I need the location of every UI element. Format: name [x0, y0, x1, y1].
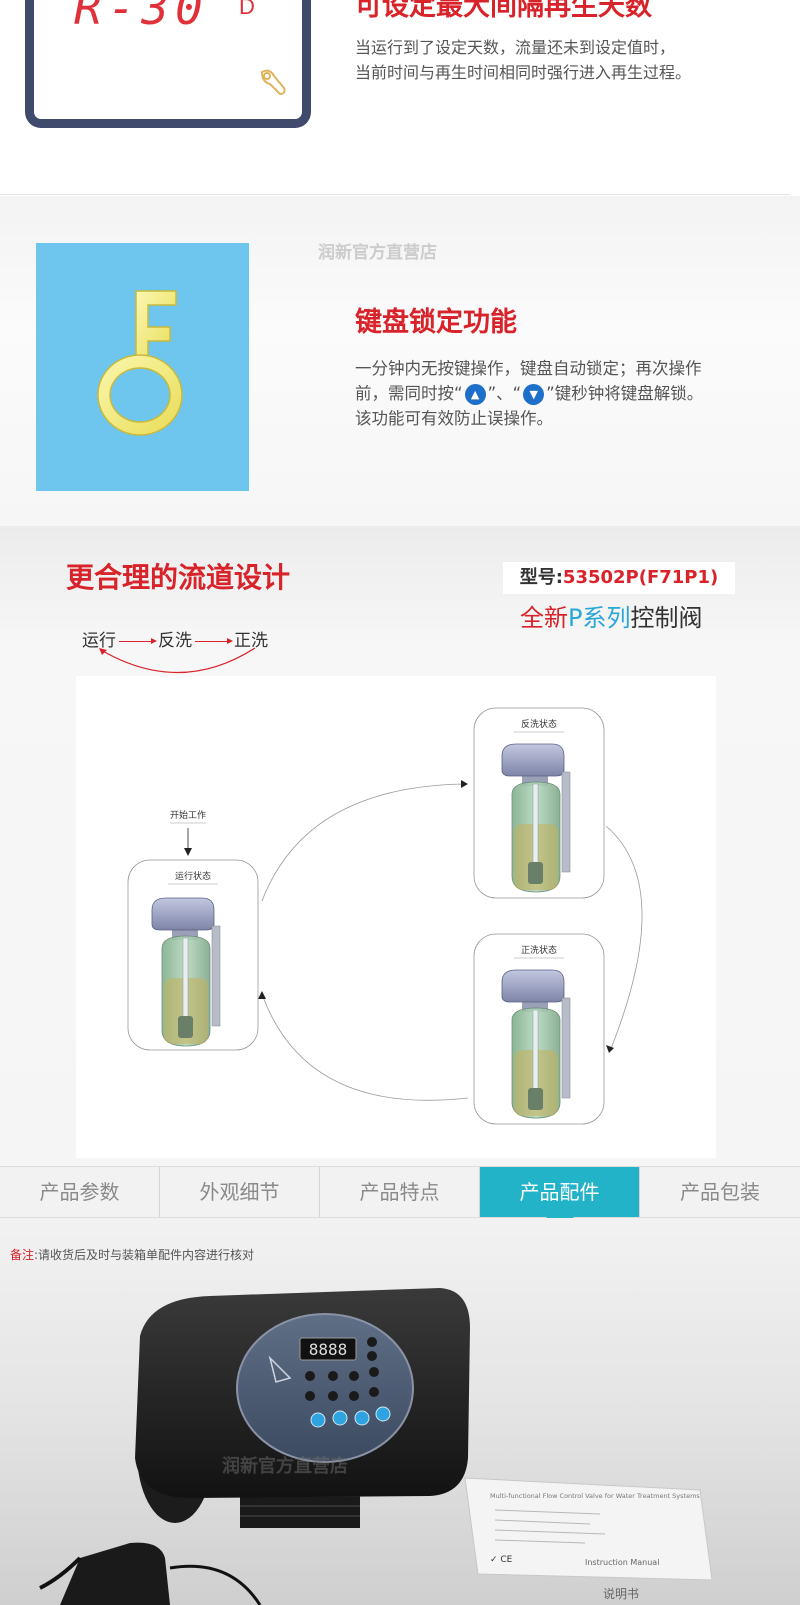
flow-step-rinse: 正洗 [234, 631, 268, 651]
return-arc-icon [99, 647, 256, 674]
keyboard-lock-title: 键盘锁定功能 [355, 307, 517, 338]
lcd-unit: D [239, 0, 255, 19]
down-arrow-icon: ▼ [523, 384, 545, 405]
manual-caption: 说明书 [603, 1587, 640, 1601]
interval-regen-desc: 当运行到了设定天数，流量还未到设定值时， 当前时间与再生时间相同时强行进入再生过… [355, 35, 691, 85]
watermark-text: 润新官方直营店 [222, 1456, 348, 1477]
flow-design-title: 更合理的流道设计 [66, 561, 291, 594]
desc-line: 一分钟内无按键操作，键盘自动锁定；再次操作 [355, 359, 702, 378]
start-label: 开始工作 [170, 809, 206, 821]
keyboard-lock-desc: 一分钟内无按键操作，键盘自动锁定；再次操作 前，需同时按“▲”、“▼”键秒钟将键… [355, 356, 703, 431]
flow-diagram: 开始工作 运行状态 反洗状态 正洗状态 [76, 676, 716, 1158]
arrow-right-icon [195, 637, 233, 644]
note-text: 备注:请收货后及时与装箱单配件内容进行核对 [10, 1246, 254, 1263]
watermark-text: 润新官方直营店 [318, 243, 437, 263]
tab-product-accessories[interactable]: 产品配件 [480, 1167, 640, 1231]
section-divider [0, 194, 790, 195]
note-label: 备注 [10, 1248, 35, 1262]
flow-step-run: 运行 [82, 631, 116, 651]
model-badge: 型号:53502P(F71P1) [503, 562, 735, 594]
key-icon-panel [36, 243, 249, 491]
lcd-display-panel: R-30 D [25, 0, 311, 128]
accessories-photo: 8888 Multi-functional Flow Control Valve… [39, 1288, 713, 1605]
interval-regen-section: R-30 D 可设定最大间隔再生天数 当运行到了设定天数，流量还未到设定值时， … [0, 0, 800, 196]
keyboard-lock-section: 润新官方直营店 键盘锁定功能 一分钟内无按键操作，键盘自动锁定；再次操作 前，需… [0, 196, 800, 526]
tab-product-params[interactable]: 产品参数 [0, 1167, 160, 1217]
state-run-label: 运行状态 [175, 870, 211, 882]
interval-regen-title: 可设定最大间隔再生天数 [355, 0, 652, 22]
tab-product-features[interactable]: 产品特点 [320, 1167, 480, 1217]
flow-step-backwash: 反洗 [158, 631, 192, 651]
desc-fragment: ”、“ [487, 384, 522, 403]
flow-steps: 运行 反洗 正洗 [82, 626, 268, 651]
desc-line: 当前时间与再生时间相同时强行进入再生过程。 [355, 63, 692, 82]
series-part: P系列 [568, 604, 631, 632]
state-backwash-label: 反洗状态 [521, 718, 557, 730]
desc-line: 当运行到了设定天数，流量还未到设定值时， [355, 38, 676, 57]
tab-product-packaging[interactable]: 产品包装 [680, 1180, 760, 1204]
model-value: 53502P(F71P1) [562, 567, 719, 588]
model-label: 型号: [519, 567, 563, 588]
product-tabs: 产品参数 外观细节 产品特点 产品配件 产品包装 [0, 1166, 800, 1231]
lcd-digits: R-30 [74, 0, 209, 35]
state-rinse-label: 正洗状态 [521, 944, 557, 956]
arrow-right-icon [119, 637, 157, 644]
manual-cover-subtitle: Instruction Manual [585, 1558, 659, 1567]
manual-cover-title: Multi-functional Flow Control Valve for … [490, 1492, 700, 1500]
desc-fragment: ”键秒钟将键盘解锁。 [546, 384, 704, 403]
wrench-icon [260, 69, 286, 96]
svg-text:✓ CE: ✓ CE [490, 1555, 513, 1565]
series-part: 控制阀 [630, 604, 703, 632]
up-arrow-icon: ▲ [464, 384, 486, 405]
series-title: 全新P系列控制阀 [520, 598, 702, 633]
desc-line: 该功能可有效防止误操作。 [355, 409, 553, 428]
key-icon [97, 290, 183, 436]
valve-lcd-digits: 8888 [309, 1340, 348, 1359]
tab-appearance-details[interactable]: 外观细节 [160, 1167, 320, 1217]
note-body: :请收货后及时与装箱单配件内容进行核对 [34, 1248, 255, 1262]
accessories-section: 备注:请收货后及时与装箱单配件内容进行核对 8888 [0, 1218, 800, 1605]
desc-line: 前，需同时按“▲”、“▼”键秒钟将键盘解锁。 [355, 381, 703, 406]
flow-design-section: 更合理的流道设计 运行 反洗 正洗 型号:53502P(F71P1) 全新P系列控制… [0, 526, 800, 1166]
desc-fragment: 前，需同时按“ [355, 384, 463, 403]
series-part: 全新 [520, 604, 568, 632]
